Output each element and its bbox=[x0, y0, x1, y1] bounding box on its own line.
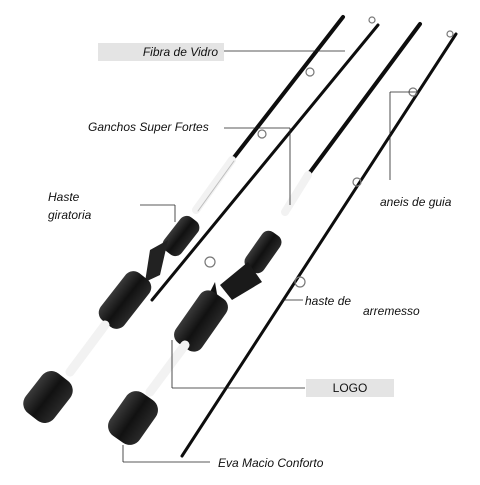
label-haste-de-arremesso-line2: arremesso bbox=[363, 304, 420, 318]
leader-lines bbox=[122, 50, 420, 463]
label-aneis-de-guia: aneis de guia bbox=[380, 195, 452, 209]
spinning-rod-tip bbox=[150, 16, 380, 302]
casting-rod-butt bbox=[108, 22, 422, 445]
label-ganchos-super-fortes: Ganchos Super Fortes bbox=[88, 120, 209, 134]
label-haste-de-arremesso-line1: haste de bbox=[305, 294, 352, 308]
label-fibra-de-vidro: Fibra de Vidro bbox=[98, 43, 224, 61]
label-logo: LOGO bbox=[306, 379, 394, 397]
label-eva-macio-conforto: Eva Macio Conforto bbox=[218, 456, 324, 470]
label-haste-giratoria-line2: giratoria bbox=[48, 208, 92, 222]
spinning-rod-butt bbox=[23, 15, 345, 423]
label-haste-giratoria-line1: Haste bbox=[48, 190, 80, 204]
